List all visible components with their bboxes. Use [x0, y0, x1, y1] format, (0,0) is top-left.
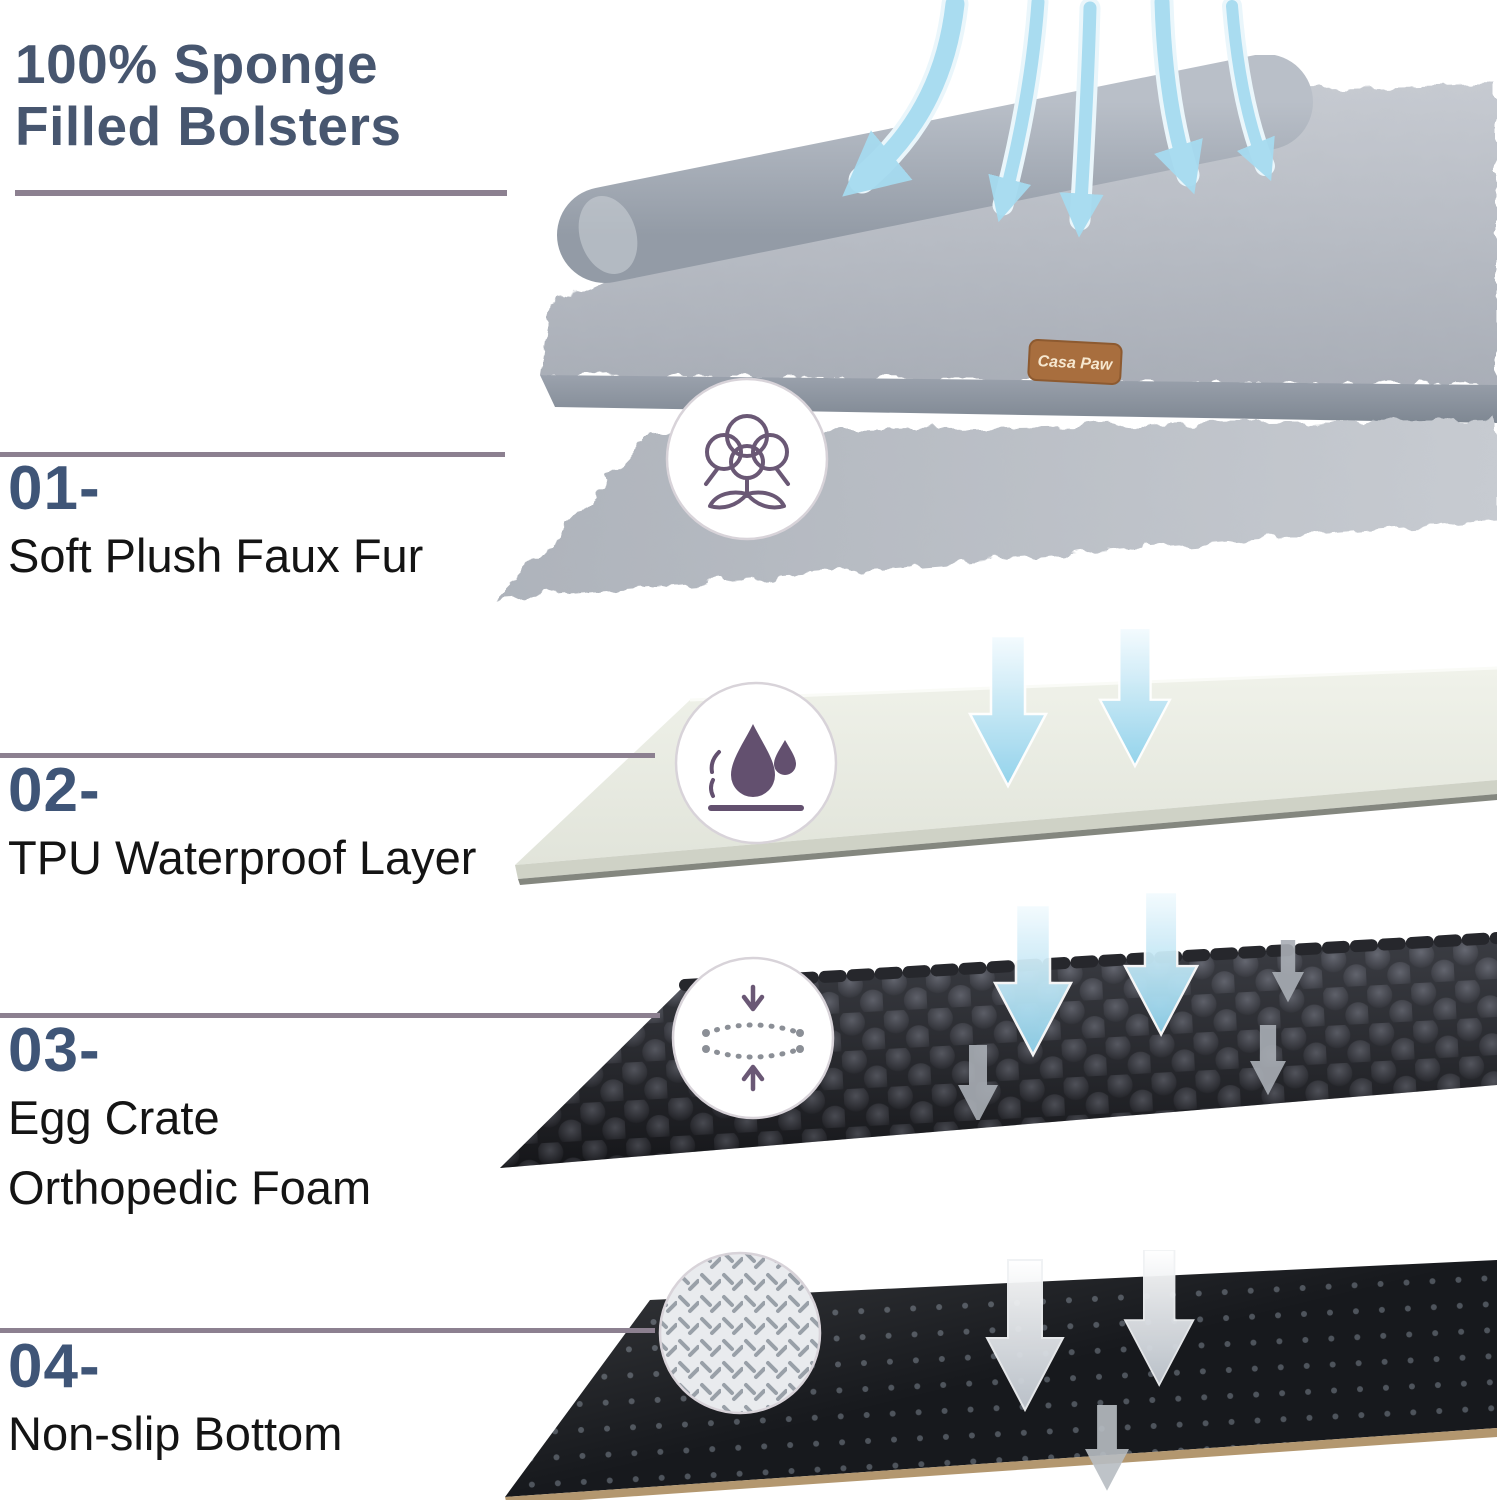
bed-tag-label: Casa Paw — [1037, 353, 1114, 374]
airflow-arrows — [842, 0, 1275, 238]
airflow-arrows-layer3 — [958, 890, 1304, 1120]
waterproof-edge — [515, 780, 1497, 879]
section-03-rule — [0, 1013, 660, 1018]
section-02-rule — [0, 753, 655, 758]
page-title-line2: Filled Bolsters — [15, 94, 402, 157]
section-03-label: Egg Crate — [8, 1091, 220, 1144]
section-04-rule — [0, 1328, 655, 1333]
page-title-line1: 100% Sponge — [15, 33, 379, 95]
compression-icon — [671, 956, 835, 1120]
section-04-number: 04- — [8, 1332, 101, 1401]
section-02-label: TPU Waterproof Layer — [8, 831, 477, 884]
faux-fur-sheet — [495, 420, 1497, 600]
airflow-arrows-layer4 — [985, 1250, 1195, 1413]
waterproof-icon — [674, 681, 838, 845]
faux-fur-layer — [495, 420, 1497, 600]
airflow-arrows-layer2 — [967, 628, 1172, 789]
bed-brand-tag: Casa Paw — [1027, 339, 1123, 385]
bolster-endcap-highlight — [578, 195, 638, 275]
section-04-label: Non-slip Bottom — [8, 1407, 343, 1460]
section-03-label2: Orthopedic Foam — [8, 1161, 372, 1214]
page-title: 100% Sponge Filled Bolsters — [15, 33, 402, 157]
non-slip-texture-icon — [658, 1251, 822, 1415]
section-01-number: 01- — [8, 454, 101, 523]
gray-arrow-layer4 — [1085, 1405, 1129, 1491]
foam-edge — [505, 1428, 1497, 1500]
section-01-label: Soft Plush Faux Fur — [8, 529, 424, 582]
section-02-number: 02- — [8, 756, 101, 825]
bed-bolster — [557, 55, 1313, 283]
section-01-rule — [0, 452, 505, 457]
title-underline — [15, 190, 507, 196]
section-03-number: 03- — [8, 1016, 101, 1085]
cotton-icon — [665, 377, 829, 541]
